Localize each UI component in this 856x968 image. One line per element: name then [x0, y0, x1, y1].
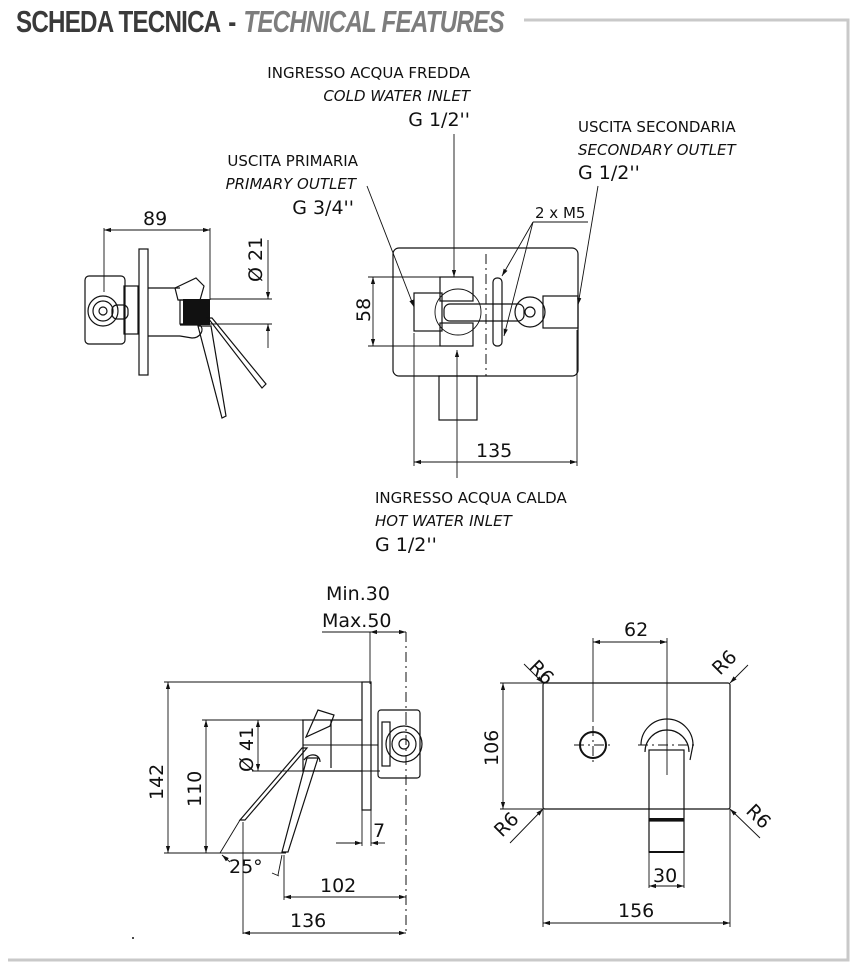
dim-diameter-21: Ø 21 [245, 237, 267, 282]
radius-top-right: R6 [708, 646, 741, 679]
dim-106: 106 [481, 730, 503, 766]
primary-outlet-en: PRIMARY OUTLET [226, 175, 358, 193]
hot-inlet-spec: G 1/2'' [375, 534, 437, 556]
title-italian: SCHEDA TECNICA [16, 4, 221, 39]
callout-primary-outlet: USCITA PRIMARIA PRIMARY OUTLET G 3/4'' [226, 152, 415, 308]
callout-screws: 2 x M5 [501, 204, 588, 337]
dim-30: 30 [653, 865, 677, 887]
dim-58: 58 [353, 298, 375, 322]
radius-top-left: R6 [524, 656, 557, 689]
dim-102: 102 [320, 875, 356, 897]
secondary-outlet-it: USCITA SECONDARIA [578, 118, 736, 136]
body-front-view: 58 135 [353, 247, 579, 478]
radius-bottom-left: R6 [490, 808, 523, 841]
cold-inlet-it: INGRESSO ACQUA FREDDA [267, 64, 470, 82]
dim-62: 62 [624, 619, 648, 641]
hot-inlet-it: INGRESSO ACQUA CALDA [375, 489, 567, 507]
dim-110: 110 [184, 771, 206, 807]
callout-hot-inlet: INGRESSO ACQUA CALDA HOT WATER INLET G 1… [375, 489, 567, 556]
dim-89: 89 [143, 208, 167, 230]
page-title: SCHEDA TECNICA - TECHNICAL FEATURES [16, 4, 505, 44]
side-view-top: 89 Ø 21 [84, 208, 272, 419]
radius-bottom-right: R6 [741, 800, 774, 833]
hot-inlet-en: HOT WATER INLET [375, 512, 514, 530]
dim-max-50: Max.50 [322, 610, 392, 632]
dim-135: 135 [476, 440, 512, 462]
title-separator: - [228, 4, 236, 39]
cold-inlet-en: COLD WATER INLET [323, 87, 472, 105]
callout-cold-inlet: INGRESSO ACQUA FREDDA COLD WATER INLET G… [267, 64, 472, 277]
dim-7: 7 [373, 820, 385, 842]
dim-156: 156 [618, 900, 654, 922]
side-view-bottom: Min.30 Max.50 142 110 Ø 41 [132, 583, 423, 939]
front-plate-view: 62 106 R6 R6 R6 R6 30 156 [481, 619, 775, 927]
secondary-outlet-en: SECONDARY OUTLET [578, 141, 737, 159]
dim-min-30: Min.30 [326, 583, 390, 605]
screws-label: 2 x M5 [535, 204, 585, 222]
title-english: TECHNICAL FEATURES [243, 4, 504, 39]
dim-136: 136 [290, 910, 326, 932]
dim-angle-25: 25° [229, 856, 263, 878]
secondary-outlet-spec: G 1/2'' [578, 162, 640, 184]
dim-142: 142 [146, 764, 168, 800]
page-frame [8, 18, 850, 962]
callout-secondary-outlet: USCITA SECONDARIA SECONDARY OUTLET G 1/2… [577, 118, 737, 306]
primary-outlet-it: USCITA PRIMARIA [227, 152, 358, 170]
cold-inlet-spec: G 1/2'' [408, 109, 470, 131]
primary-outlet-spec: G 3/4'' [292, 197, 354, 219]
dim-diameter-41: Ø 41 [236, 727, 258, 772]
